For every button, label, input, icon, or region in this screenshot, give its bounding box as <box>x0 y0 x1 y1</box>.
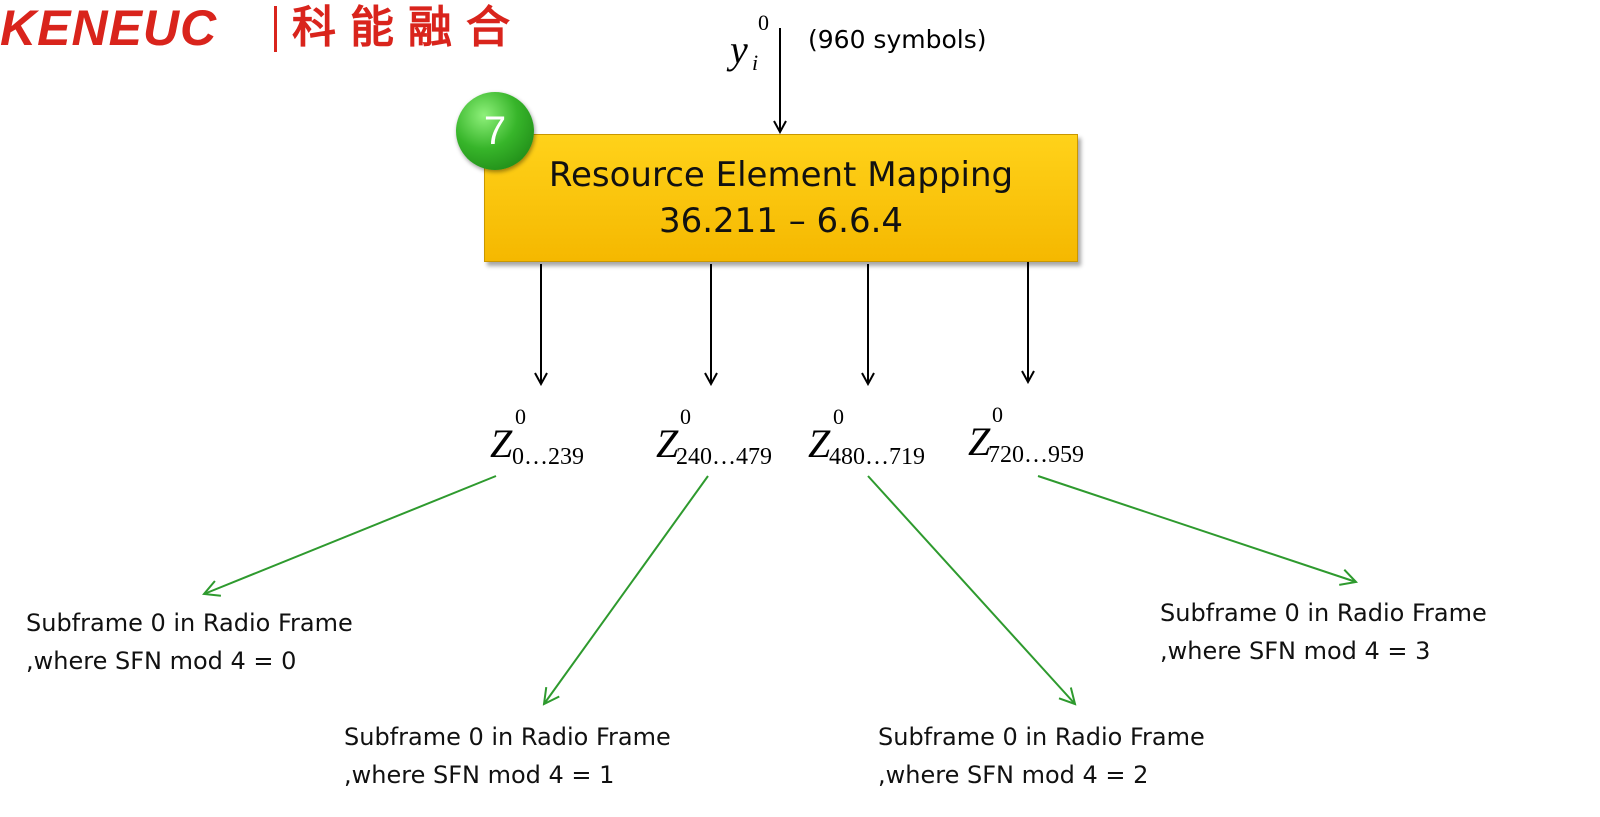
output-superscript-3: 0 <box>833 404 844 429</box>
output-symbol-2: Z <box>656 421 679 466</box>
output-range-2: 240…479 <box>676 444 772 470</box>
output-range-1: 0…239 <box>512 444 584 470</box>
process-title: Resource Element Mapping <box>548 155 1014 195</box>
output-range-4: 720…959 <box>988 442 1084 468</box>
destination-line2: ,where SFN mod 4 = 1 <box>344 761 615 789</box>
mapping-arrow-1 <box>204 475 497 594</box>
logo-wordmark: KENEUC <box>0 0 218 56</box>
logo-divider <box>274 6 277 52</box>
destination-line2: ,where SFN mod 4 = 0 <box>26 647 297 675</box>
destination-line1: Subframe 0 in Radio Frame <box>878 723 1205 751</box>
input-symbol-subscript: i <box>752 50 759 75</box>
output-symbol-3: Z <box>808 421 831 466</box>
output-superscript-2: 0 <box>680 404 691 429</box>
output-symbol-4: Z <box>968 419 991 464</box>
input-symbol: y <box>730 27 748 72</box>
output-superscript-1: 0 <box>515 404 526 429</box>
mapping-arrow-2 <box>544 475 709 704</box>
destination-line1: Subframe 0 in Radio Frame <box>344 723 671 751</box>
input-symbol-superscript: 0 <box>758 10 769 35</box>
output-symbol-1: Z <box>490 421 513 466</box>
input-symbol-count: (960 symbols) <box>808 25 987 54</box>
destination-label-4: Subframe 0 in Radio Frame ,where SFN mod… <box>1160 594 1487 670</box>
destination-label-2: Subframe 0 in Radio Frame ,where SFN mod… <box>344 718 671 794</box>
resource-element-mapping-box: Resource Element Mapping 36.211 – 6.6.4 <box>484 134 1078 262</box>
destination-line1: Subframe 0 in Radio Frame <box>1160 599 1487 627</box>
destination-line2: ,where SFN mod 4 = 2 <box>878 761 1149 789</box>
output-superscript-4: 0 <box>992 402 1003 427</box>
destination-line2: ,where SFN mod 4 = 3 <box>1160 637 1431 665</box>
destination-line1: Subframe 0 in Radio Frame <box>26 609 353 637</box>
output-range-3: 480…719 <box>829 444 925 470</box>
mapping-arrow-4 <box>1037 475 1356 582</box>
process-spec-reference: 36.211 – 6.6.4 <box>658 201 904 241</box>
mapping-arrow-3 <box>867 475 1075 704</box>
destination-label-3: Subframe 0 in Radio Frame ,where SFN mod… <box>878 718 1205 794</box>
destination-label-1: Subframe 0 in Radio Frame ,where SFN mod… <box>26 604 353 680</box>
logo-cjk-name: 科能融合 <box>292 2 524 53</box>
step-number-badge: 7 <box>456 92 534 170</box>
